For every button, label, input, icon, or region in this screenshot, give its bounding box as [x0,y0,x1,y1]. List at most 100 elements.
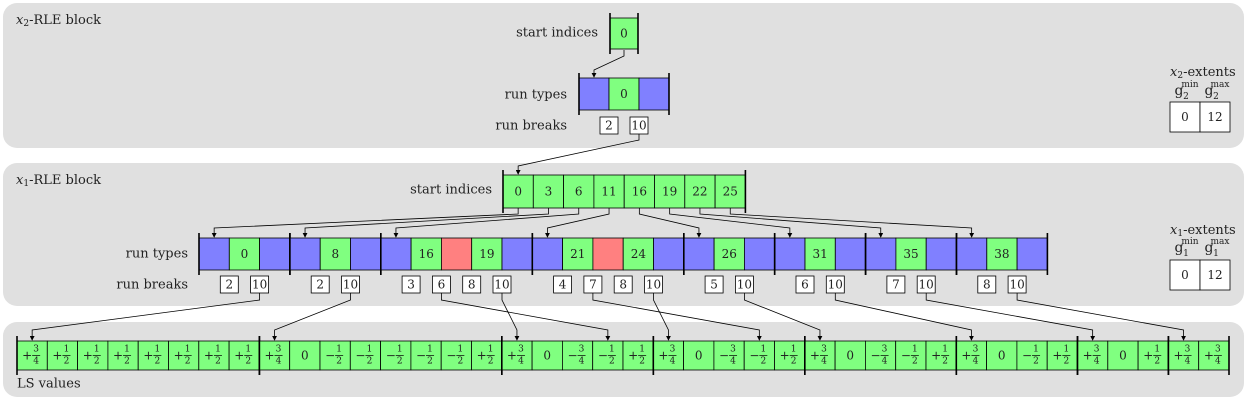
x1-start-pointer [669,208,793,238]
x1-run-types-label: run types [126,247,188,262]
ls-value-value: +12 [204,345,222,367]
x1-run-break [916,275,936,294]
fraction-numerator: 3 [33,345,39,355]
x1-run-type-cell [198,237,230,271]
x2-extents-title: x2-extents [1170,65,1236,82]
fraction-numerator: 1 [94,345,100,355]
fraction-denominator: 2 [488,357,494,367]
value-sign: + [52,349,62,363]
extent-label-g: g [1205,240,1214,256]
ls-value-value: +12 [1052,345,1071,367]
fraction-denominator: 2 [154,357,160,367]
ls-value-value: +12 [931,345,950,367]
x1-break-pointer [834,293,974,341]
fraction-numerator: 1 [245,345,251,355]
x1-run-type-cell [380,237,412,271]
x1-run-type-cell [683,237,715,271]
x1-run-break-value: 7 [589,278,597,292]
extent-label-g: g [1175,83,1184,99]
x1-start-index-cell [623,174,655,209]
fraction-denominator: 2 [245,357,251,367]
x1-run-type-cell [774,237,806,271]
fraction-denominator: 2 [760,357,766,367]
fraction-denominator: 4 [1215,357,1221,367]
ls-value-cell [531,340,563,371]
x1-start-index-value: 25 [723,185,738,199]
fraction-numerator: 1 [427,345,433,355]
fraction-numerator: 1 [367,345,373,355]
value-sign: + [83,349,93,363]
x1-run-type-value: 0 [241,247,249,261]
extent-label-sup: min [1181,237,1198,247]
value-sign: + [22,349,32,363]
x1-run-break [735,275,754,294]
x1-extents-value: 12 [1207,268,1222,282]
x2-run-break [599,116,619,135]
x1-start-index-cell [502,174,534,209]
x1-start-pointer [699,208,884,238]
fraction-numerator: 3 [730,345,736,355]
ls-value-value: −12 [325,345,344,367]
value-sign: + [265,349,275,363]
fraction-denominator: 2 [185,357,191,367]
x1-run-break [886,275,906,294]
x2-start-indices-label: start indices [516,26,598,41]
x1-start-pointer [729,208,975,238]
x1-run-type-value: 21 [570,247,585,261]
extent-label-sup: min [1181,80,1198,90]
ls-value-value: 0 [1119,349,1127,363]
value-sign: − [719,349,729,363]
fraction-numerator: 3 [973,345,979,355]
x1-break-pointer [653,293,671,341]
ls-value-value: 0 [543,349,551,363]
fraction-numerator: 1 [912,345,918,355]
x1-run-break [613,275,633,294]
x1-run-break-value: 10 [919,278,934,292]
x1-run-type-cell [986,237,1018,271]
ls-value-value: +34 [961,345,980,367]
x1-run-break [492,275,512,294]
x1-run-type-value: 19 [479,247,494,261]
fraction-numerator: 1 [942,345,948,355]
x1-run-type-cell [350,237,382,271]
fraction-denominator: 4 [33,357,39,367]
ls-value-value: +12 [83,345,101,367]
extent-label-sub: 1 [1183,249,1189,259]
fraction-numerator: 3 [1094,345,1100,355]
x2-run-types-label: run types [505,88,567,103]
value-sign: − [871,349,881,363]
x1-start-index-cell [563,174,595,209]
value-sign: + [961,349,971,363]
value-sign: − [749,349,759,363]
x1-run-break-value: 4 [559,278,567,292]
value-sign: + [1052,349,1062,363]
ls-value-value: +34 [658,345,677,367]
x1-run-break [219,275,239,294]
fraction-numerator: 1 [397,345,403,355]
x1-run-type-value: 26 [722,247,737,261]
x1-run-break [553,275,572,294]
x1-run-break-value: 10 [828,278,843,292]
fraction-numerator: 1 [609,345,615,355]
x1-run-type-cell [501,237,533,271]
x1-run-break-value: 10 [252,278,267,292]
x1-extents-cell [1199,259,1231,291]
ls-value-value: −12 [355,345,374,367]
x1-run-break-value: 8 [619,278,627,292]
x1-run-break-value: 6 [438,278,446,292]
x1-run-type-cell [440,237,473,271]
x1-run-type-cell [319,237,351,271]
ls-value-value: +12 [52,345,71,367]
x1-break-pointer [440,293,611,341]
fraction-denominator: 2 [609,357,615,367]
value-sign: − [386,349,396,363]
x2-break-pointer [515,134,640,175]
x1-run-break [704,275,724,294]
value-sign: + [204,349,214,363]
x2-extents-value: 12 [1207,110,1222,124]
fraction-denominator: 4 [1185,357,1191,367]
